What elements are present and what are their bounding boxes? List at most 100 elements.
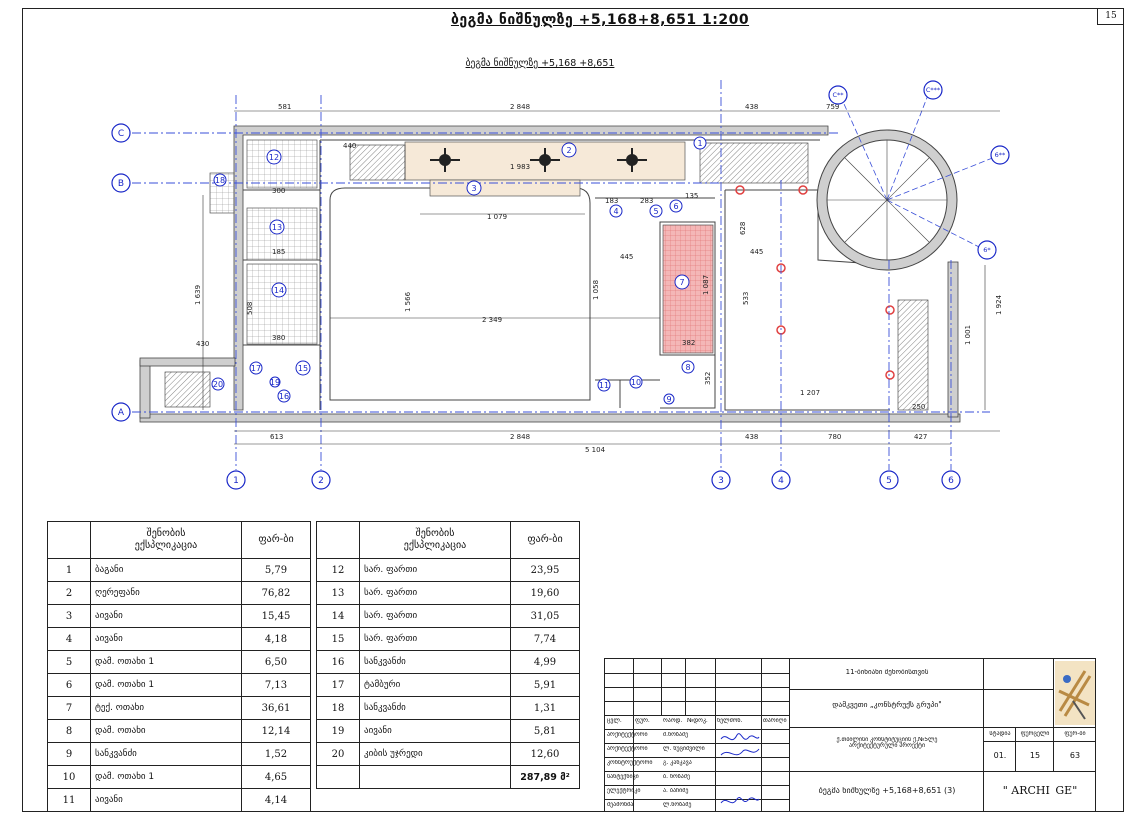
axis-bubble-6: 6 [941,470,961,490]
dim-inner-17: 628 [739,222,747,235]
stairs [164,142,929,411]
dimension-texts: 581 2 848 438 759 613 2 848 438 780 427 … [194,103,1003,454]
svg-text:5: 5 [653,207,658,216]
dim-inner-23: 250 [912,403,925,411]
drawing-frame [22,8,1124,812]
staff-role-4: სანტექნიკი [607,774,639,780]
room-area: 5,81 [510,719,580,743]
axis-bubble-C: C [111,123,131,143]
room-marker-3: 3 [466,180,482,196]
dim-inner-9: 1 207 [800,389,820,397]
svg-text:6: 6 [948,476,954,486]
room-area: 7,74 [510,627,580,651]
svg-text:6*: 6* [983,246,991,254]
signatures [720,733,760,804]
axis-bubble-C3: C*** [923,80,943,100]
room-area: 31,05 [510,604,580,628]
svg-text:6**: 6** [995,151,1006,159]
room-area: 23,95 [510,558,580,582]
dim-inner-21: 380 [272,334,285,342]
column-markers [735,185,895,380]
dim-inner-2: 1 983 [510,163,530,171]
svg-text:17: 17 [251,364,261,373]
dim-left-1: 1 639 [194,285,202,305]
building-walls [139,125,961,423]
plan-subtitle: ბეგმა ნიშნულზე +5,168 +8,651 [465,58,615,69]
dim-left-2: 430 [196,340,209,348]
dim-inner-14: 135 [685,192,698,200]
dim-bottom-2: 2 848 [510,433,530,441]
dim-inner-6: 1 058 [592,280,600,300]
sheet-value: 15 [1029,752,1041,760]
col-number [47,521,91,559]
room-number: 15 [316,627,360,651]
sheet-number-box: 15 [1097,8,1124,25]
dim-top-3: 438 [745,103,758,111]
col-area: ფარ-ბი [510,521,580,559]
project-address: ქ.თბილისი კონსტიტუციის ქ.№5ლე არქიტექტურ… [836,737,938,749]
dim-right: 1 924 [995,294,1003,315]
svg-text:16: 16 [279,392,289,401]
grid-axes [132,80,990,470]
axis-bubble-5: 5 [879,470,899,490]
dim-top-4: 759 [826,103,839,111]
room-marker-9: 9 [663,393,675,405]
room-marker-16: 16 [277,389,291,403]
room-name: სანკვანძი [359,650,511,674]
dim-inner-5: 2 349 [482,316,502,324]
dim-inner-8: 1 087 [702,275,710,295]
axis-bubble-C2: C** [828,85,848,105]
room-marker-7: 7 [674,274,690,290]
room-number: 18 [316,696,360,720]
dim-inner-4: 1 566 [404,291,412,312]
room-area: 12,60 [510,742,580,766]
axis-bubble-6a: 6* [977,240,997,260]
room-name: სანკვანძი [359,696,511,720]
room-area: 6,50 [241,650,311,674]
ornament-row [430,148,647,172]
room-area: 36,61 [241,696,311,720]
dim-bottom-5: 427 [914,433,927,441]
drawing-name: ბეგმა ნიშნულზე +5,168+8,651 (3) [818,787,956,795]
room-name: ბაგანი [90,558,242,582]
axis-bubble-4: 4 [771,470,791,490]
axis-bubble-6b: 6** [990,145,1010,165]
svg-text:8: 8 [685,363,690,372]
room-marker-2: 2 [561,142,577,158]
dim-inner-3: 1 079 [487,213,507,221]
room-marker-20: 20 [211,377,225,391]
axis-bubble-3: 3 [711,470,731,490]
room-area: 5,79 [241,558,311,582]
room-number: 19 [316,719,360,743]
room-area: 12,14 [241,719,311,743]
project-name: 11-ბინიანი შენობისთვის [845,669,929,676]
room-number: 6 [47,673,91,697]
dim-inner-12: 283 [640,197,653,205]
dim-inner-7: 445 [620,253,633,261]
room-area: 1,52 [241,742,311,766]
room-name: კიბის უჯრედი [359,742,511,766]
dim-inner-1: 440 [343,142,356,150]
room-markers: 1 2 3 4 5 6 7 8 9 10 11 12 13 14 15 16 1… [211,136,707,405]
room-name: აივანი [90,627,242,651]
room-number: 8 [47,719,91,743]
dim-inner-19: 533 [742,292,750,305]
room-number: 9 [47,742,91,766]
room-marker-11: 11 [597,378,611,392]
dim-inner-16: 352 [704,372,712,385]
room-name: დამ. ოთახი 1 [90,765,242,789]
dim-inner-10: 445 [750,248,763,256]
dim-bottom-1: 613 [270,433,283,441]
room-name: დამ. ოთახი 1 [90,650,242,674]
dim-inner-18: 1 001 [964,325,972,345]
th-count: რაოდ. [663,718,683,724]
room-area: 5,91 [510,673,580,697]
room-name: სანკვანძი [90,742,242,766]
room-name: ტექ. ოთახი [90,696,242,720]
